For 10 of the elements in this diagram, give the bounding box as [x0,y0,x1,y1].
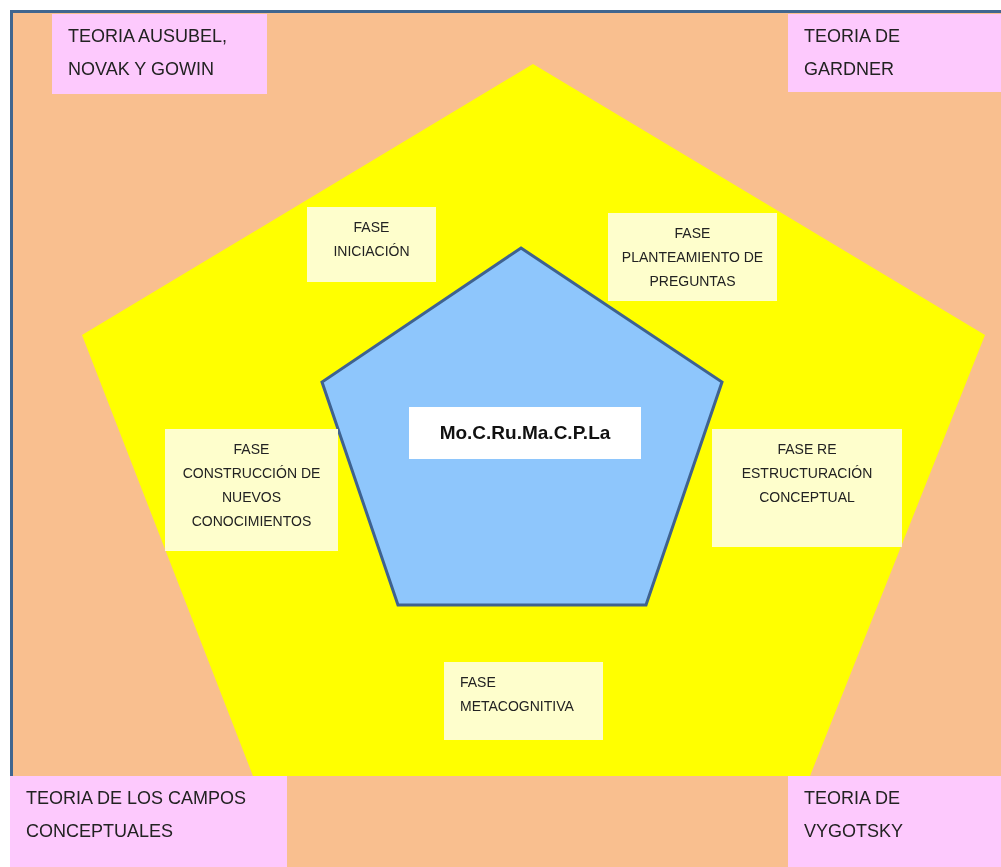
phase-label: FASE RE ESTRUCTURACIÓN CONCEPTUAL [712,429,902,547]
theory-label: TEORIA DE GARDNER [788,14,1001,92]
phase-label: FASE CONSTRUCCIÓN DE NUEVOS CONOCIMIENTOS [165,429,338,551]
phase-label: FASE PLANTEAMIENTO DE PREGUNTAS [608,213,777,301]
phase-label: FASE INICIACIÓN [307,207,436,282]
theory-label: TEORIA DE LOS CAMPOS CONCEPTUALES [10,776,287,867]
theory-label: TEORIA DE VYGOTSKY [788,776,1001,867]
theory-label: TEORIA AUSUBEL, NOVAK Y GOWIN [52,14,267,94]
model-title: Mo.C.Ru.Ma.C.P.La [409,407,641,459]
phase-label: FASE METACOGNITIVA [444,662,603,740]
